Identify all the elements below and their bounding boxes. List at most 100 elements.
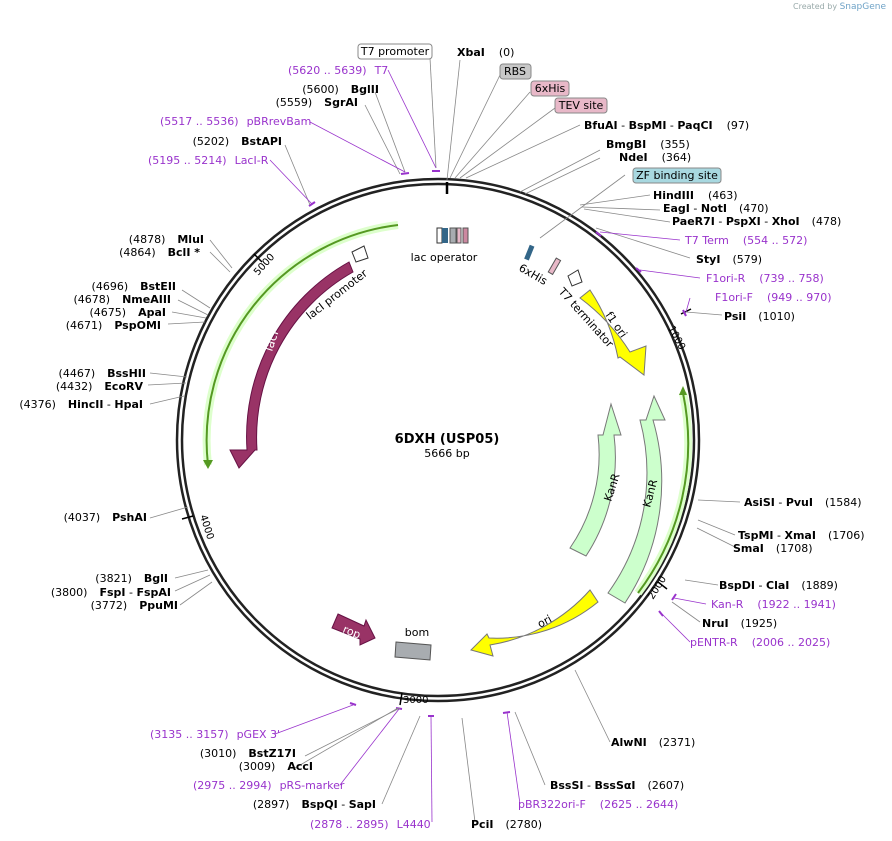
green-arcs bbox=[202, 221, 693, 596]
site-bglii: (5600)BglII bbox=[302, 83, 379, 96]
rop-arrow bbox=[331, 613, 376, 646]
primer-prs-marker: (2975 .. 2994)pRS-marker bbox=[193, 779, 345, 792]
backbone bbox=[175, 177, 701, 703]
operator-pink-1 bbox=[456, 227, 462, 244]
site-ecorv: (4432)EcoRV bbox=[56, 380, 144, 393]
bom-label: bom bbox=[405, 626, 429, 639]
primer-pbrrevbam: (5517 .. 5536)pBRrevBam bbox=[160, 115, 311, 128]
kanr-inner-arrow bbox=[569, 402, 622, 557]
site-ppumi: (3772)PpuMI bbox=[91, 599, 178, 612]
snapgene-credit: Created by SnapGene bbox=[793, 2, 886, 12]
site-pspomi: (4671)PspOMI bbox=[66, 319, 161, 332]
primer-labels: (5620 .. 5639)T7 (5517 .. 5536)pBRrevBam… bbox=[148, 64, 836, 831]
site-bsshii: (4467)BssHII bbox=[59, 367, 146, 380]
kanr-outer-arrow bbox=[607, 394, 666, 604]
site-bmgbi: BmgBI(355) bbox=[606, 138, 690, 151]
leader-lines bbox=[147, 57, 741, 823]
site-bsssi: BssSI - BssSαI(2607) bbox=[550, 779, 684, 792]
primer-f1ori-f: F1ori-F(949 .. 970) bbox=[715, 291, 832, 304]
t7-promoter-label: T7 promoter bbox=[360, 45, 430, 58]
site-mlui: (4878)MluI bbox=[129, 233, 204, 246]
site-alwni: AlwNI(2371) bbox=[611, 736, 695, 749]
operator-teal bbox=[442, 228, 448, 243]
site-nmeaiii: (4678)NmeAIII bbox=[74, 293, 172, 306]
f1-ori-feature: f1 ori bbox=[579, 289, 647, 376]
rbs-label: RBS bbox=[504, 65, 526, 78]
laci-label: lacI bbox=[262, 329, 282, 353]
his-tag-feature: 6xHis T7 terminator bbox=[517, 244, 616, 351]
operator-box bbox=[436, 227, 443, 244]
kanr-inner-feature: KanR bbox=[569, 402, 623, 557]
his-label: 6xHis bbox=[535, 82, 566, 95]
laci-arrow bbox=[229, 261, 354, 469]
site-sgrai: (5559)SgrAI bbox=[276, 96, 358, 109]
t7-terminator-shape bbox=[567, 269, 583, 287]
tick-3000: 3000 bbox=[403, 695, 428, 706]
sites-right: XbaI(0) BfuAI - BspMI - PaqCI(97) BmgBI(… bbox=[457, 46, 865, 831]
site-acci: (3009)AccI bbox=[239, 760, 313, 773]
site-psii: PsiI(1010) bbox=[724, 310, 795, 323]
lac-operator-feature: lac operator bbox=[411, 227, 478, 264]
ori-label: ori bbox=[535, 612, 554, 630]
plasmid-name: 6DXH (USP05) bbox=[395, 432, 500, 447]
site-bfuai: BfuAI - BspMI - PaqCI(97) bbox=[584, 119, 749, 132]
primer-pbr322ori-f: pBR322ori-F(2625 .. 2644) bbox=[518, 798, 678, 811]
bom-box bbox=[394, 641, 432, 661]
sites-left: (5600)BglII (5559)SgrAI (5202)BstAPI (48… bbox=[19, 83, 379, 811]
primer-pgex3: (3135 .. 3157)pGEX 3' bbox=[150, 728, 280, 741]
plasmid-length: 5666 bp bbox=[424, 447, 469, 460]
zf-binding-site-label: ZF binding site bbox=[636, 169, 718, 182]
site-bstapi: (5202)BstAPI bbox=[193, 135, 282, 148]
primer-t7: (5620 .. 5639)T7 bbox=[288, 64, 388, 77]
rop-feature: rop bbox=[331, 613, 376, 646]
operator-pink-2 bbox=[462, 227, 469, 244]
site-bsteii: (4696)BstEII bbox=[92, 280, 176, 293]
site-eagi: EagI - NotI(470) bbox=[663, 202, 769, 215]
primer-kan-r: Kan-R(1922 .. 1941) bbox=[711, 598, 836, 611]
ori-feature: ori bbox=[470, 589, 599, 657]
primer-pentr-r: pENTR-R(2006 .. 2025) bbox=[690, 636, 830, 649]
bom-feature: bom bbox=[394, 626, 432, 661]
ori-arrow bbox=[470, 589, 599, 657]
site-paer7i: PaeR7I - PspXI - XhoI(478) bbox=[672, 215, 841, 228]
snapgene-logo: SnapGene bbox=[839, 2, 886, 12]
site-apai: (4675)ApaI bbox=[90, 306, 166, 319]
operator-gray bbox=[449, 227, 457, 244]
site-fspi: (3800)FspI - FspAI bbox=[51, 586, 171, 599]
his-bar bbox=[524, 244, 535, 261]
rop-label: rop bbox=[341, 623, 363, 642]
site-asisi: AsiSI - PvuI(1584) bbox=[744, 496, 862, 509]
site-bspqi: (2897)BspQI - SapI bbox=[253, 798, 376, 811]
site-tspmi: TspMI - XmaI(1706) bbox=[738, 529, 865, 542]
primer-laci-r: (5195 .. 5214)LacI-R bbox=[148, 154, 269, 167]
his-label: 6xHis bbox=[517, 261, 550, 288]
primer-l4440: (2878 .. 2895)L4440 bbox=[310, 818, 431, 831]
site-pcii: PciI(2780) bbox=[471, 818, 542, 831]
kanr-outer-feature: KanR bbox=[607, 394, 666, 604]
laci-promoter-arrow bbox=[351, 245, 369, 263]
site-bspdi: BspDI - ClaI(1889) bbox=[719, 579, 838, 592]
site-nrui: NruI(1925) bbox=[702, 617, 777, 630]
site-ndei: NdeI(364) bbox=[619, 151, 691, 164]
site-bstz17i: (3010)BstZ17I bbox=[200, 747, 296, 760]
primer-t7-term: T7 Term(554 .. 572) bbox=[684, 234, 807, 247]
his-pink bbox=[547, 257, 562, 276]
laci-feature: lacI lacI promoter bbox=[229, 245, 370, 469]
primer-leaders bbox=[269, 69, 707, 823]
site-hincii: (4376)HincII - HpaI bbox=[19, 398, 143, 411]
site-hindiii: HindIII(463) bbox=[653, 189, 738, 202]
credit-prefix: Created by bbox=[793, 2, 838, 11]
lac-operator-label: lac operator bbox=[411, 251, 478, 264]
tev-site-label: TEV site bbox=[558, 99, 604, 112]
f1-ori-arrow bbox=[579, 289, 647, 376]
site-bgli: (3821)BglI bbox=[95, 572, 168, 585]
site-xbai: XbaI(0) bbox=[457, 46, 514, 59]
primer-f1ori-r: F1ori-R(739 .. 758) bbox=[706, 272, 824, 285]
site-smai: SmaI(1708) bbox=[733, 542, 812, 555]
site-bcli: (4864)BclI * bbox=[119, 246, 200, 259]
site-styi: StyI(579) bbox=[696, 253, 762, 266]
boxed-labels: T7 promoter RBS 6xHis TEV site ZF bindin… bbox=[357, 43, 722, 184]
tick-1000: 1000 bbox=[665, 324, 687, 352]
site-pshai: (4037)PshAI bbox=[64, 511, 147, 524]
